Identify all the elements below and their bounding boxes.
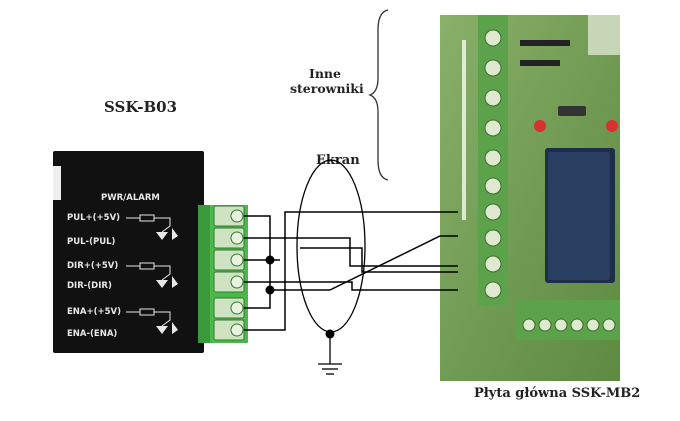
other-controllers-line1: Inne — [309, 66, 341, 81]
shield-ellipse — [296, 159, 366, 333]
pin-label-ena-minus: ENA-(ENA) — [67, 329, 118, 339]
pin-label-pul-plus: PUL+(+5V) — [67, 213, 121, 223]
pin-label-dir-plus: DIR+(+5V) — [67, 261, 119, 271]
pin-label-ena-plus: ENA+(+5V) — [67, 307, 122, 317]
other-controllers-label: Inne sterowniki — [290, 66, 364, 96]
device-title: SSK-B03 — [104, 98, 178, 116]
pin-label-dir-minus: DIR-(DIR) — [67, 281, 112, 291]
module-header: PWR/ALARM — [101, 193, 160, 203]
other-controllers-line2: sterowniki — [290, 81, 364, 96]
pin-label-pul-minus: PUL-(PUL) — [67, 237, 116, 247]
driver-module: PWR/ALARM PUL+(+5V) PUL-(PUL) DIR+(+5V) … — [53, 151, 204, 353]
shield-label: Ekran — [316, 153, 360, 168]
mainboard-label: Płyta główna SSK-MB2 — [474, 386, 641, 401]
